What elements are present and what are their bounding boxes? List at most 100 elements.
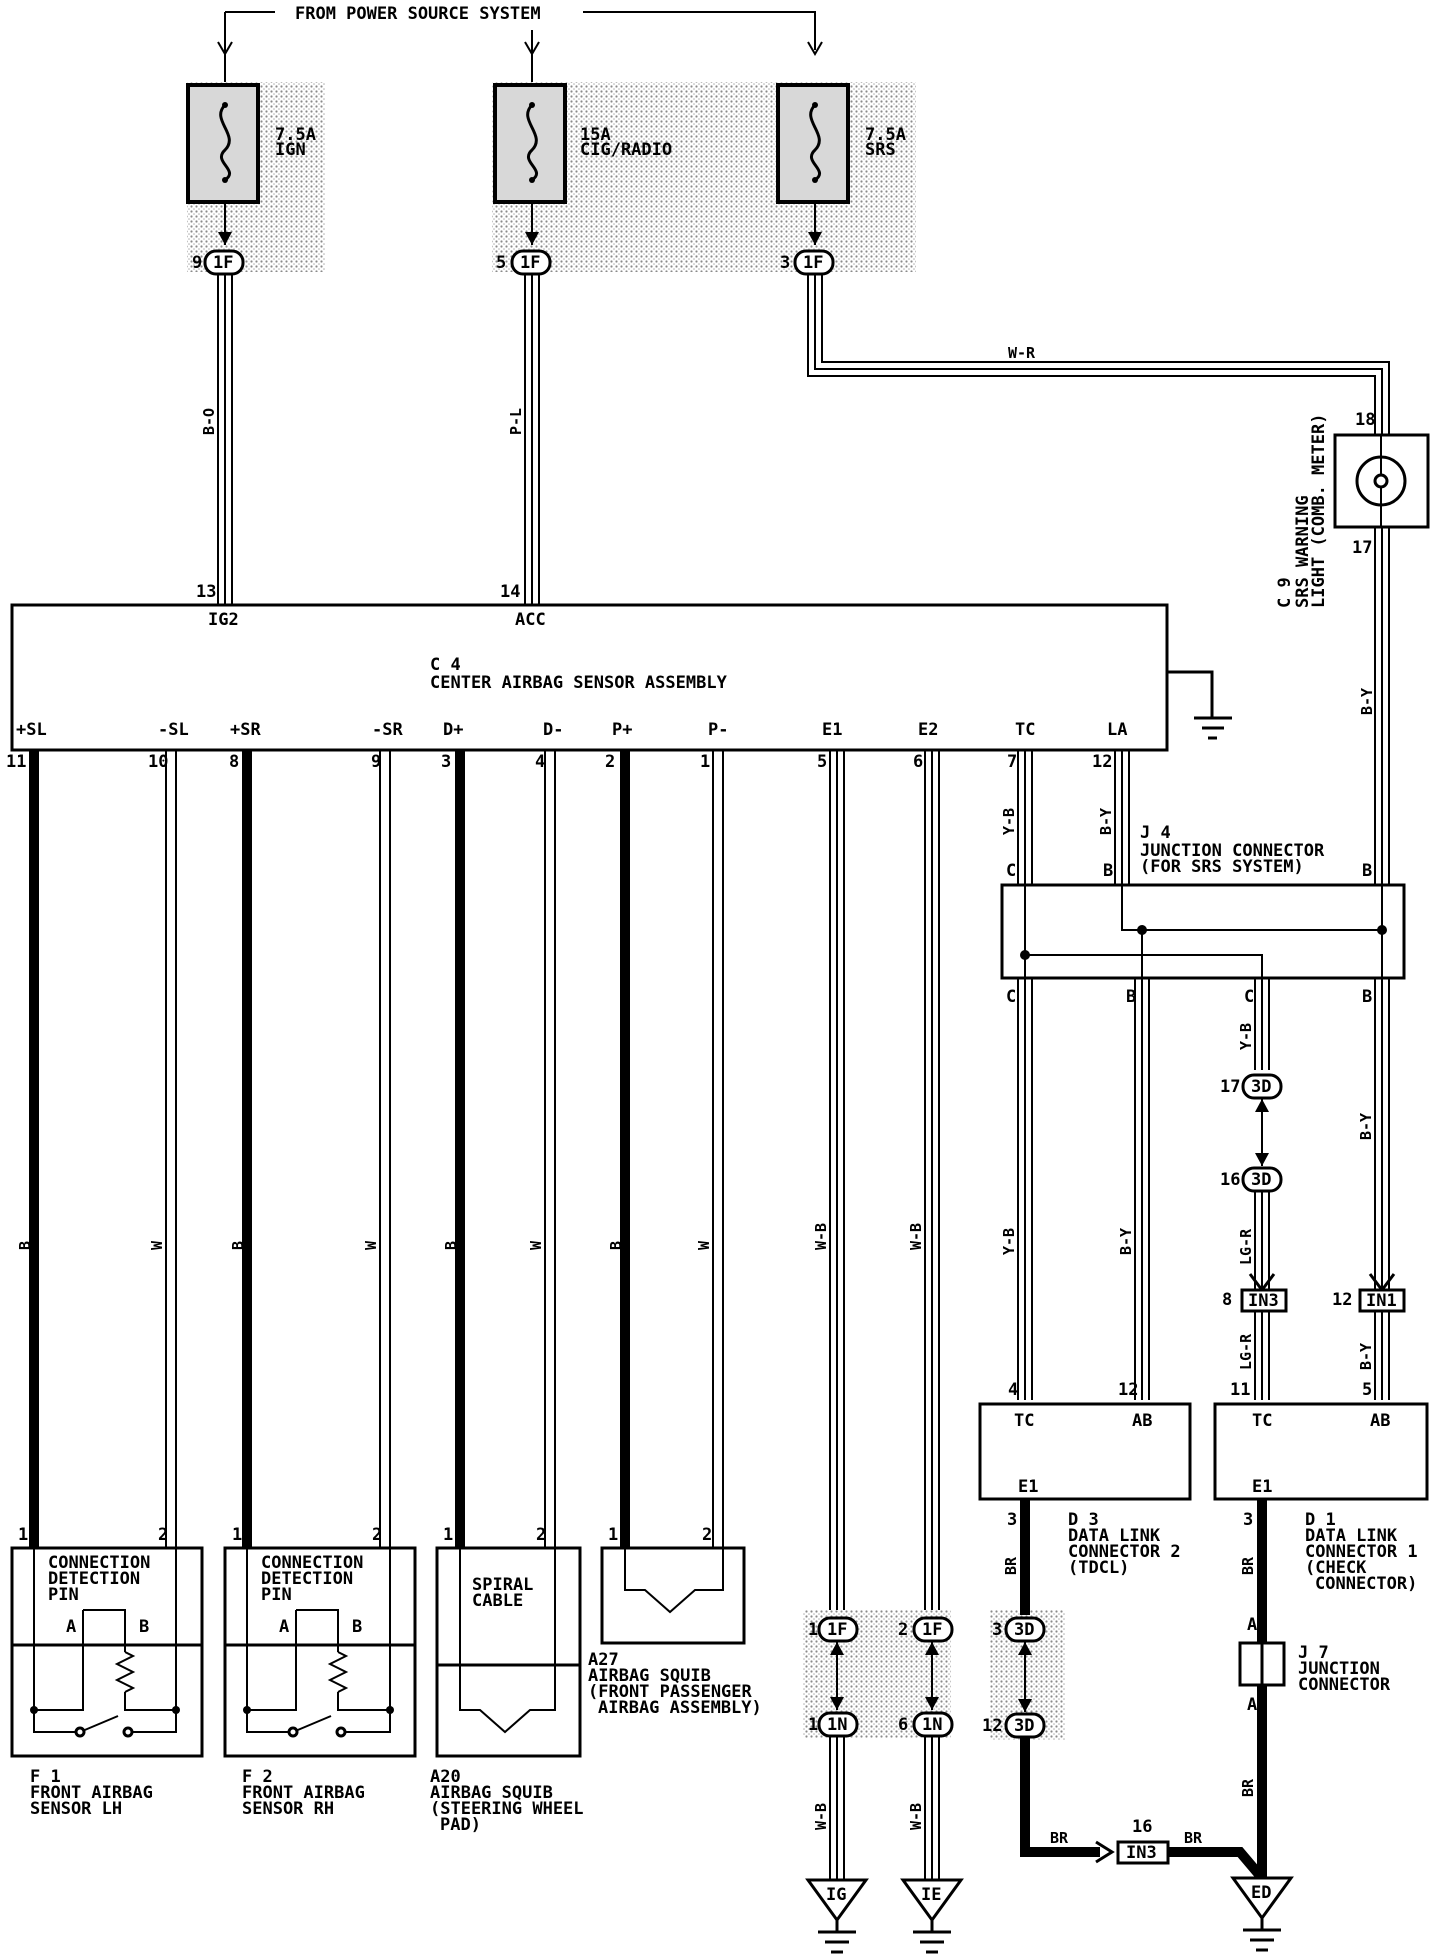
c9-pin-top: 18 <box>1355 410 1375 430</box>
e2-conn2-pin: 6 <box>898 1715 908 1735</box>
f1-inner-line1: CONNECTION <box>48 1553 150 1573</box>
d1-data-link-connector: 11 5 TC AB E1 3 D 1 DATA LINK CONNECTOR … <box>1213 1380 1429 1594</box>
f2-inner-a: A <box>279 1617 289 1637</box>
sensor-squib-wires: B W B W B W B W <box>16 750 724 1548</box>
j4-line1: JUNCTION CONNECTOR <box>1140 841 1325 861</box>
power-source-header: FROM POWER SOURCE SYSTEM <box>217 4 823 56</box>
wire-b-y-label-2: B-Y <box>1117 1228 1135 1255</box>
f2-inner-line2: DETECTION <box>261 1569 353 1589</box>
j4-pin-c-top: C <box>1006 861 1016 881</box>
d1-line3: (CHECK <box>1305 1558 1367 1578</box>
f1-inner-line3: PIN <box>48 1585 79 1605</box>
d3-line3: (TDCL) <box>1068 1558 1129 1578</box>
fuse-srs: 7.5A SRS 3 1F <box>776 83 906 276</box>
wire-y-b-label-3: Y-B <box>1237 1023 1255 1050</box>
d3-code: D 3 <box>1068 1510 1099 1530</box>
conn-17-3d-pin: 17 <box>1220 1077 1240 1097</box>
c9-pin-bottom: 17 <box>1352 538 1372 558</box>
wire-ab-d3: B-Y <box>1117 978 1150 1400</box>
c4-pin-11: 11 <box>6 752 26 772</box>
fuse-acc-name: CIG/RADIO <box>580 140 672 160</box>
f2-pin-2: 2 <box>372 1525 382 1545</box>
wire-w-label-4: W <box>695 1240 713 1250</box>
c4-pin-8: 8 <box>229 752 239 772</box>
c4-label-la: LA <box>1107 720 1127 740</box>
e2-conn2-code: 1N <box>922 1715 942 1735</box>
wire-w-label-1: W <box>148 1240 166 1250</box>
d3-label-e1: E1 <box>1018 1477 1038 1497</box>
d3-pin-4: 4 <box>1008 1380 1018 1400</box>
f2-inner-line3: PIN <box>261 1585 292 1605</box>
d1-pin-11: 11 <box>1230 1380 1250 1400</box>
c4-label-acc: ACC <box>515 610 546 630</box>
j4-pin-c-bottom: C <box>1006 987 1016 1007</box>
wire-b-label-3: B <box>442 1241 460 1250</box>
fuse-srs-name: SRS <box>865 140 896 160</box>
a20-inner-line1: SPIRAL <box>472 1575 533 1595</box>
wire-wb-label-2: W-B <box>812 1803 830 1830</box>
conn-3-3d-pin: 3 <box>992 1620 1002 1640</box>
d3-line1: DATA LINK <box>1068 1526 1161 1546</box>
c4-label-e2: E2 <box>918 720 938 740</box>
f1-pin-2: 2 <box>158 1525 168 1545</box>
ground-ed-label: ED <box>1251 1883 1271 1903</box>
wire-w-r-label: W-R <box>1008 344 1036 362</box>
conn-16-3d-pin: 16 <box>1220 1170 1240 1190</box>
conn-16-in3-code: IN3 <box>1126 1843 1157 1863</box>
c4-pin-1: 1 <box>700 752 710 772</box>
e1-conn-pin: 1 <box>808 1620 818 1640</box>
wire-w-r: W-R <box>807 274 1390 435</box>
fuse-ign-name: IGN <box>275 140 306 160</box>
c9-line1: SRS WARNING <box>1293 495 1313 608</box>
c4-label-sl-neg: -SL <box>158 720 189 740</box>
conn-12-3d-code: 3D <box>1014 1716 1034 1736</box>
c4-label-sr-neg: -SR <box>372 720 403 740</box>
conn-12-in1-code: IN1 <box>1366 1291 1397 1311</box>
j4-line2: (FOR SRS SYSTEM) <box>1140 857 1304 877</box>
d3-data-link-connector: 4 12 TC AB E1 3 D 3 DATA LINK CONNECTOR … <box>978 1380 1192 1578</box>
wire-lg-r-label-1: LG-R <box>1237 1228 1255 1265</box>
wire-b-y-c9: B-Y <box>1358 527 1390 887</box>
c9-code: C 9 <box>1275 577 1295 608</box>
j7-pin-bottom: A <box>1247 1695 1257 1715</box>
f1-line1: FRONT AIRBAG <box>30 1783 153 1803</box>
ground-ie: IE <box>900 1878 964 1954</box>
e1-conn2-code: 1N <box>827 1715 847 1735</box>
wire-b-label-2: B <box>229 1241 247 1250</box>
wire-br-d1-ground: BR A A BR J 7 JUNCTION CONNECTOR <box>1238 1499 1391 1878</box>
d1-line1: DATA LINK <box>1305 1526 1398 1546</box>
wire-br-d3-ground: BR 3 3D 12 3D BR 16 IN3 BR <box>982 1499 1266 1882</box>
fuse-ign-pin: 9 <box>192 253 202 273</box>
a20-code: A20 <box>430 1767 461 1787</box>
f2-pin-1: 1 <box>232 1525 242 1545</box>
c4-label-e1: E1 <box>822 720 842 740</box>
a20-line1: AIRBAG SQUIB <box>430 1783 553 1803</box>
c4-pin-7: 7 <box>1007 752 1017 772</box>
conn-8-in3-code: IN3 <box>1248 1291 1279 1311</box>
a20-line3: PAD) <box>440 1815 481 1835</box>
a20-inner-line2: CABLE <box>472 1591 523 1611</box>
wire-br-label-5: BR <box>1239 1778 1257 1797</box>
wire-b-label-1: B <box>16 1241 34 1250</box>
f2-front-airbag-sensor-rh: 1 2 CONNECTION DETECTION PIN A B F 2 FRO… <box>223 1525 417 1819</box>
c4-pin-5: 5 <box>817 752 827 772</box>
fuse-ign: 7.5A IGN 9 1F <box>186 50 316 276</box>
a27-line1: AIRBAG SQUIB <box>588 1666 711 1686</box>
d1-label-tc: TC <box>1252 1411 1272 1431</box>
conn-8-in3-pin: 8 <box>1222 1290 1232 1310</box>
d1-line2: CONNECTOR 1 <box>1305 1542 1418 1562</box>
wire-b-o: B-O <box>200 274 233 605</box>
fuse-ign-conn: 1F <box>213 253 233 273</box>
j4-pin-b-bottom: B <box>1126 987 1136 1007</box>
c9-srs-warning-light: 18 17 C 9 SRS WARNING LIGHT (COMB. METER… <box>1275 410 1430 608</box>
d1-line4: CONNECTOR) <box>1315 1574 1417 1594</box>
j7-line2: CONNECTOR <box>1298 1675 1391 1695</box>
ground-ie-label: IE <box>921 1885 941 1905</box>
c4-label-sr-pos: +SR <box>230 720 261 740</box>
a27-line2: (FRONT PASSENGER <box>588 1682 753 1702</box>
wire-wb-label-4: W-B <box>907 1803 925 1830</box>
wire-br-label-4: BR <box>1239 1556 1257 1575</box>
wire-br-label-3: BR <box>1184 1829 1203 1847</box>
f1-front-airbag-sensor-lh: 1 2 CONNECTION DETECTION PIN A B F 1 FRO… <box>10 1525 204 1819</box>
